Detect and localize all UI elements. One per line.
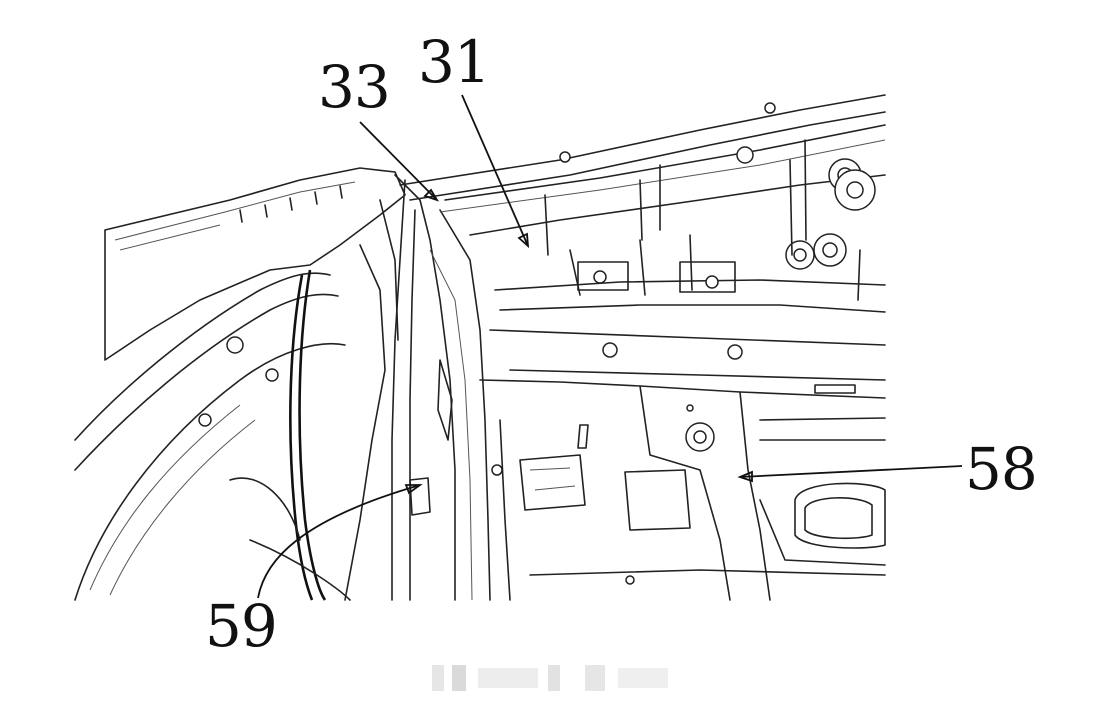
leader-33 <box>359 121 438 201</box>
callout-label-31: 31 <box>418 28 491 96</box>
leader-31 <box>461 94 529 247</box>
callout-label-59: 59 <box>205 592 278 660</box>
leader-58 <box>739 465 963 478</box>
watermark-artifact <box>432 665 668 691</box>
callout-label-58: 58 <box>965 435 1038 503</box>
floor-panel <box>479 379 886 601</box>
left-wheelhouse-panel <box>74 167 406 601</box>
roof-rail <box>399 94 886 213</box>
callout-leaders <box>257 94 963 599</box>
center-pillar <box>344 174 491 601</box>
rear-panel <box>469 139 886 381</box>
callout-label-33: 33 <box>318 53 391 121</box>
leader-59 <box>257 484 421 599</box>
